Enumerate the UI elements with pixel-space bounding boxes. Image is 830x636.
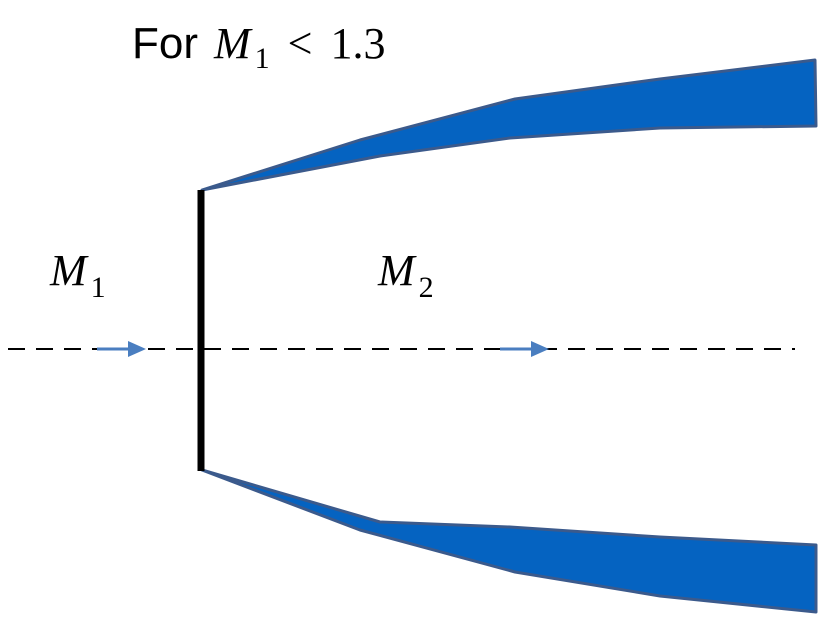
title-value: 1.3 [330,19,385,68]
downstream-flow-arrow-icon [500,341,549,357]
upstream-flow-arrow-icon [97,341,146,357]
upstream-mach-label: M 1 [49,246,106,304]
lower-wall [200,468,818,614]
upstream-symbol: M [49,246,89,295]
upper-wall [200,58,818,192]
title-subscript: 1 [255,42,270,75]
upstream-subscript: 1 [91,271,106,304]
downstream-symbol: M [377,246,417,295]
diagram-title: For M 1 < 1.3 [132,19,385,75]
title-symbol: M [213,19,253,68]
downstream-subscript: 2 [419,271,434,304]
downstream-mach-label: M 2 [377,246,434,304]
title-prefix: For [132,19,198,68]
title-relation: < [288,19,313,68]
